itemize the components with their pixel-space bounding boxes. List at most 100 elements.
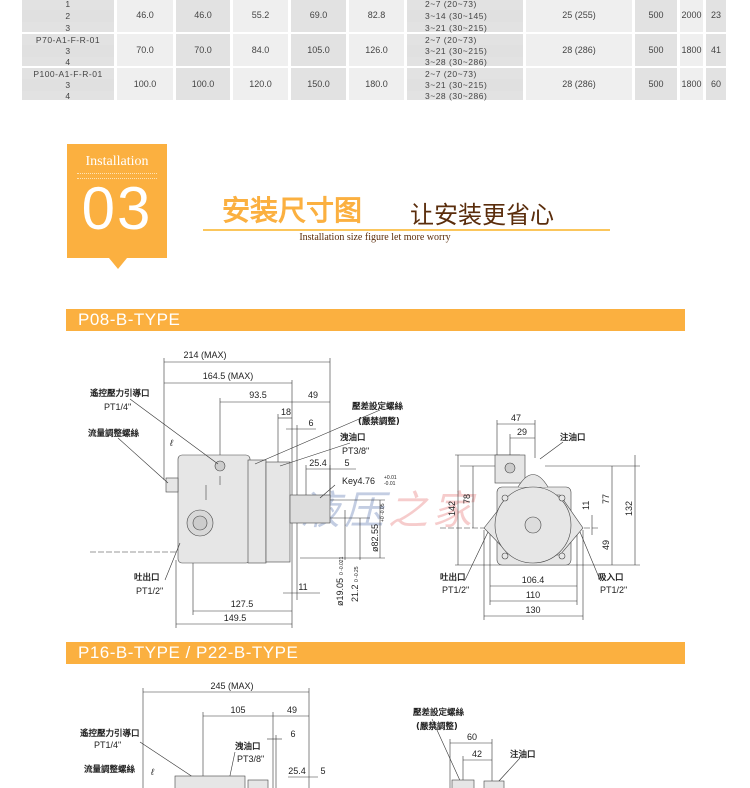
svg-text:29: 29 xyxy=(517,427,527,437)
svg-text:注油口: 注油口 xyxy=(560,432,586,443)
model-label: P100-A1-F-R-01 xyxy=(33,68,103,79)
spec-value-cell: 82.8 xyxy=(349,0,406,32)
svg-text:149.5: 149.5 xyxy=(224,613,247,623)
svg-text:6: 6 xyxy=(290,729,295,739)
svg-text:105: 105 xyxy=(230,705,245,715)
svg-text:78: 78 xyxy=(462,494,472,504)
spec-value-cell: 84.0 xyxy=(233,34,290,66)
p08-end-view: 47 29 注油口 142 78 77 132 11 49 106.4 110 … xyxy=(440,413,640,620)
spec-value-cell: 150.0 xyxy=(291,68,348,100)
spec-value-cell: 55.2 xyxy=(233,0,290,32)
spec-value-cell: 120.0 xyxy=(233,68,290,100)
svg-text:PT1/4": PT1/4" xyxy=(104,402,131,412)
spec-value-cell: 1800 xyxy=(680,34,705,66)
svg-text:0 -0.021: 0 -0.021 xyxy=(339,556,345,575)
p08-side-view: 214 (MAX) 164.5 (MAX) 93.5 49 18 6 25.4 … xyxy=(88,350,404,628)
svg-text:ℓ: ℓ xyxy=(169,438,173,448)
watermark: 液压之家 xyxy=(300,488,476,534)
svg-text:PT1/2": PT1/2" xyxy=(600,585,627,595)
model-label: 3 xyxy=(65,23,71,33)
pump-body xyxy=(165,454,331,564)
model-label: 1 xyxy=(65,0,71,9)
svg-text:11: 11 xyxy=(581,501,591,510)
svg-text:164.5 (MAX): 164.5 (MAX) xyxy=(203,371,254,381)
spec-value-cell: 2000 xyxy=(680,0,705,32)
svg-text:吐出口: 吐出口 xyxy=(440,572,466,583)
svg-text:49: 49 xyxy=(287,705,297,715)
svg-text:PT3/8": PT3/8" xyxy=(237,754,264,764)
svg-text:+0.01: +0.01 xyxy=(384,475,397,481)
model-label: 3 xyxy=(22,79,114,91)
spec-value-cell: 46.0 xyxy=(176,0,232,32)
svg-text:+0 -0.05: +0 -0.05 xyxy=(380,503,386,522)
svg-text:93.5: 93.5 xyxy=(249,390,267,400)
spec-value-cell: 46.0 xyxy=(117,0,175,32)
spec-value-cell: 1800 xyxy=(680,68,705,100)
p16-drawing: 245 (MAX) 105 49 6 25.4 5 ℓ 遙控壓力引導口 PT1/… xyxy=(80,681,536,788)
spec-value-cell: 28 (286) xyxy=(526,68,634,100)
badge-divider xyxy=(77,173,157,179)
svg-text:25.4: 25.4 xyxy=(288,766,306,776)
pressure-range-cell: 2~7 (20~73)3~21 (30~215)3~28 (30~286) xyxy=(407,34,525,67)
spec-value-cell: 126.0 xyxy=(349,34,406,66)
spec-value-cell: 105.0 xyxy=(291,34,348,66)
spec-value-cell: 28 (286) xyxy=(526,34,634,66)
svg-text:130: 130 xyxy=(525,605,540,615)
pressure-range: 3~28 (30~286) xyxy=(425,91,488,102)
svg-text:洩油口: 洩油口 xyxy=(235,741,261,752)
section-badge: Installation 03 xyxy=(67,144,167,269)
pressure-range: 3~21 (30~215) xyxy=(425,23,488,33)
pressure-range-cell: 2~7 (20~73)3~21 (30~215)3~28 (30~286) xyxy=(407,68,525,102)
spec-value-cell: 100.0 xyxy=(176,68,232,100)
section-title: 安装尺寸图 xyxy=(222,194,363,227)
spec-value-cell: 41 xyxy=(706,34,728,66)
svg-text:127.5: 127.5 xyxy=(231,599,254,609)
spec-value-cell: 500 xyxy=(635,68,679,100)
model-label: 2 xyxy=(22,10,114,22)
svg-text:18: 18 xyxy=(281,407,291,417)
svg-text:吸入口: 吸入口 xyxy=(598,573,624,583)
p08-type-bar: P08-B-TYPE xyxy=(66,309,685,331)
spec-value-cell: 500 xyxy=(635,34,679,66)
badge-pointer xyxy=(109,258,127,269)
svg-text:106.4: 106.4 xyxy=(522,575,545,585)
svg-text:ø82.55: ø82.55 xyxy=(370,524,380,552)
pressure-range: 2~7 (20~73) xyxy=(425,34,477,45)
svg-text:PT1/2": PT1/2" xyxy=(136,586,163,596)
svg-text:(嚴禁調整): (嚴禁調整) xyxy=(358,416,400,427)
pressure-range: 3~14 (30~145) xyxy=(407,10,523,22)
svg-text:142: 142 xyxy=(447,501,457,516)
svg-text:(嚴禁調整): (嚴禁調整) xyxy=(416,721,458,732)
p16-type-bar: P16-B-TYPE / P22-B-TYPE xyxy=(66,642,685,664)
svg-text:60: 60 xyxy=(467,732,477,742)
svg-text:49: 49 xyxy=(601,540,611,550)
section-subtitle-en: Installation size figure let more worry xyxy=(299,232,451,243)
pressure-range: 3~21 (30~215) xyxy=(407,45,523,57)
svg-text:PT3/8": PT3/8" xyxy=(342,446,369,456)
svg-text:Key4.76: Key4.76 xyxy=(342,476,375,486)
badge-number: 03 xyxy=(81,175,153,242)
pressure-range: 2~7 (20~73) xyxy=(425,0,477,9)
svg-text:壓差設定螺絲: 壓差設定螺絲 xyxy=(413,707,465,718)
spec-value-cell: 25 (255) xyxy=(526,0,634,32)
svg-text:PT1/4": PT1/4" xyxy=(94,740,121,750)
svg-text:77: 77 xyxy=(601,494,611,504)
spec-value-cell: 500 xyxy=(635,0,679,32)
spec-value-cell: 70.0 xyxy=(176,34,232,66)
svg-text:47: 47 xyxy=(511,413,521,423)
spec-value-cell: 100.0 xyxy=(117,68,175,100)
svg-text:PT1/2": PT1/2" xyxy=(442,585,469,595)
model-label: 3 xyxy=(22,45,114,57)
svg-text:42: 42 xyxy=(472,749,482,759)
model-label: 4 xyxy=(65,91,71,102)
section-subtitle: 让安装更省心 xyxy=(410,201,554,229)
svg-text:ø19.05: ø19.05 xyxy=(335,578,345,606)
